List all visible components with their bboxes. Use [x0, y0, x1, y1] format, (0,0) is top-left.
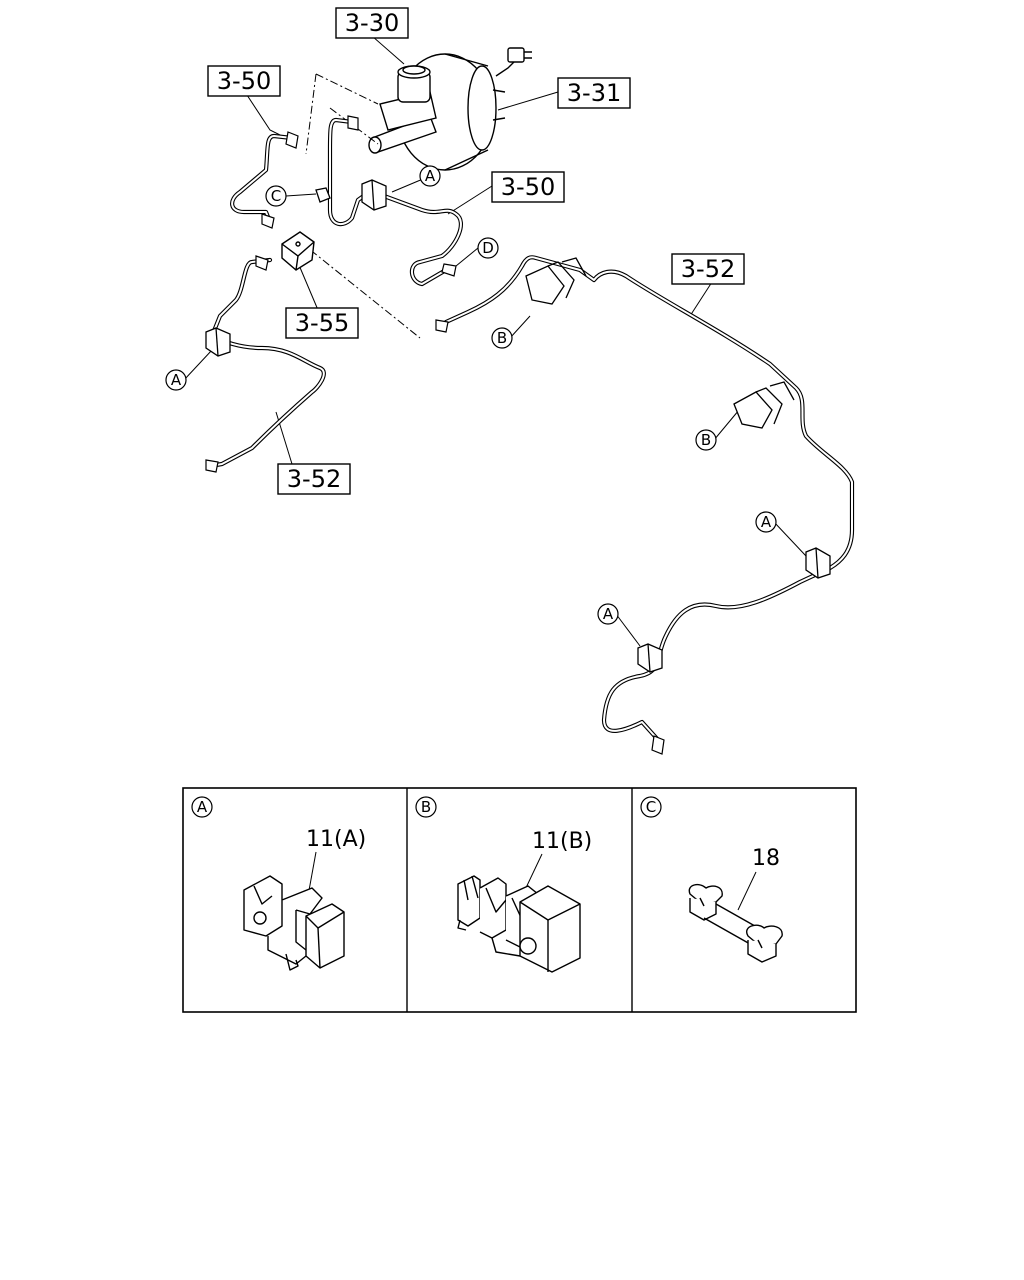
- label-3-52-right: 3-52: [671, 253, 745, 285]
- label-3-31-text: 3-31: [567, 79, 621, 107]
- label-3-50-upper-right: 3-50: [491, 171, 565, 203]
- callout-b-upper: B: [491, 327, 513, 349]
- callout-a-lower-text: A: [603, 605, 614, 623]
- clip-b-drawing: [457, 875, 581, 973]
- master-cylinder: [368, 65, 437, 154]
- reference-lines: [297, 73, 421, 339]
- label-3-52-right-text: 3-52: [681, 255, 735, 283]
- callout-b-upper-text: B: [497, 329, 507, 347]
- label-3-30: 3-30: [335, 7, 409, 39]
- detail-panel-a-letter: A: [197, 798, 208, 816]
- detail-panel-b-part-number: 11(B): [532, 829, 592, 854]
- callout-a-upper-text: A: [425, 167, 436, 185]
- callout-d-text: D: [482, 239, 494, 257]
- label-3-52-left-text: 3-52: [287, 465, 341, 493]
- detail-panel-c-letter: C: [646, 798, 656, 816]
- clip-a-drawing: [243, 875, 345, 971]
- label-3-50-upper-right-text: 3-50: [501, 173, 555, 201]
- callout-a-lower: A: [597, 603, 619, 625]
- callout-a-left: A: [165, 369, 187, 391]
- label-3-50-upper-left-text: 3-50: [217, 67, 271, 95]
- callout-a-upper: A: [419, 165, 441, 187]
- callout-a-left-text: A: [171, 371, 182, 389]
- callout-c-text: C: [271, 187, 281, 205]
- label-3-31: 3-31: [557, 77, 631, 109]
- three-way-connector: [281, 231, 315, 271]
- detail-panel-b: B 11(B): [415, 796, 592, 973]
- callout-d: D: [477, 237, 499, 259]
- label-3-55: 3-55: [285, 307, 359, 339]
- clip-c-drawing: [688, 883, 783, 963]
- detail-panel-a-part-number: 11(A): [306, 827, 366, 852]
- detail-panel-a: A 11(A): [191, 796, 366, 971]
- label-3-55-text: 3-55: [295, 309, 349, 337]
- detail-panel-c-part-number: 18: [752, 846, 780, 871]
- detail-panels: [182, 787, 857, 1013]
- pipe-clips: [205, 179, 831, 673]
- label-3-52-left: 3-52: [277, 463, 351, 495]
- callout-a-right-text: A: [761, 513, 772, 531]
- fittings: [205, 115, 665, 755]
- detail-panel-c: C 18: [640, 796, 783, 963]
- detail-panel-b-letter: B: [421, 798, 431, 816]
- label-3-50-upper-left: 3-50: [207, 65, 281, 97]
- callout-c: C: [265, 185, 287, 207]
- brake-pipes: [207, 117, 855, 745]
- callout-a-right: A: [755, 511, 777, 533]
- label-3-30-text: 3-30: [345, 9, 399, 37]
- callout-b-lower: B: [695, 429, 717, 451]
- callout-b-lower-text: B: [701, 431, 711, 449]
